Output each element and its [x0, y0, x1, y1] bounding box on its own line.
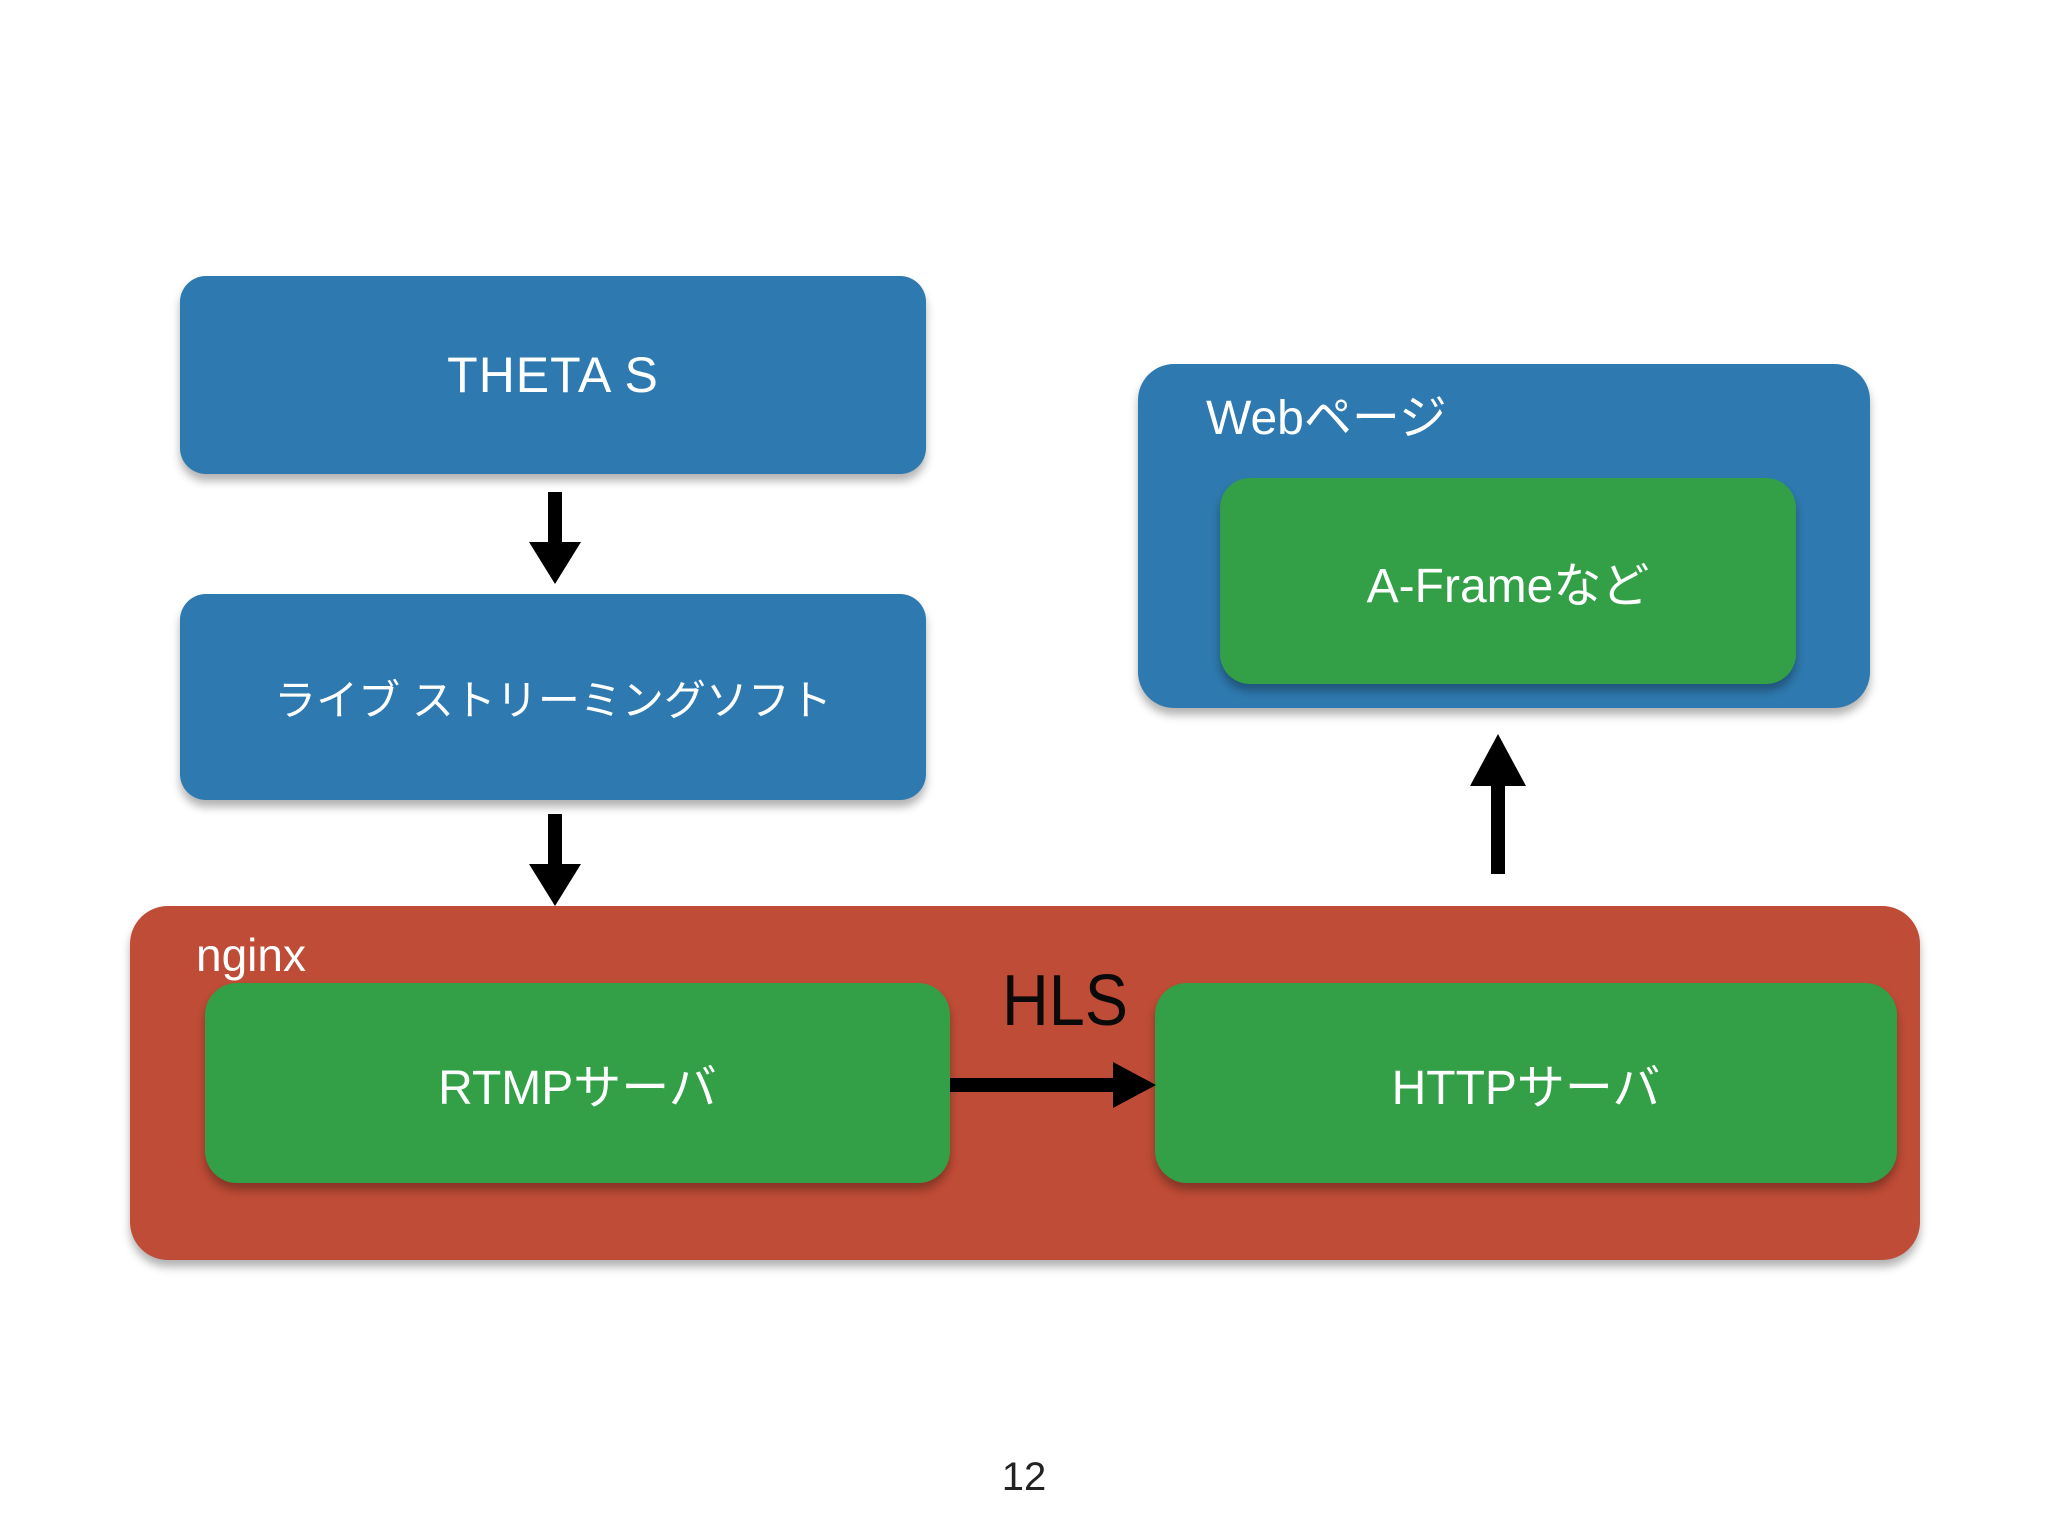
node-live-streaming-software-label: ライブ ストリーミングソフト	[274, 676, 832, 724]
node-http-server-label: HTTPサーバ	[1391, 1062, 1661, 1115]
arrow-right-rtmp-to-http-icon	[950, 1058, 1156, 1112]
node-theta-s: THETA S	[180, 276, 926, 474]
node-rtmp-server-label: RTMPサーバ	[438, 1062, 717, 1115]
node-theta-s-label: THETA S	[447, 347, 659, 403]
arrow-down-software-to-nginx-icon	[520, 814, 590, 906]
container-nginx-label: nginx	[196, 929, 306, 981]
node-rtmp-server: RTMPサーバ	[205, 983, 950, 1183]
node-aframe-label: A-Frameなど	[1366, 560, 1650, 613]
container-web-page: Webページ A-Frameなど	[1138, 364, 1870, 708]
node-http-server: HTTPサーバ	[1155, 983, 1897, 1183]
node-live-streaming-software: ライブ ストリーミングソフト	[180, 594, 926, 800]
page-number: 12	[1001, 1455, 1047, 1499]
arrow-down-theta-to-software-icon	[520, 492, 590, 584]
arrow-up-nginx-to-webpage-icon	[1468, 734, 1528, 874]
node-aframe: A-Frameなど	[1220, 478, 1796, 684]
container-web-page-label: Webページ	[1206, 392, 1447, 445]
edge-hls-label: HLS	[1001, 961, 1129, 1041]
